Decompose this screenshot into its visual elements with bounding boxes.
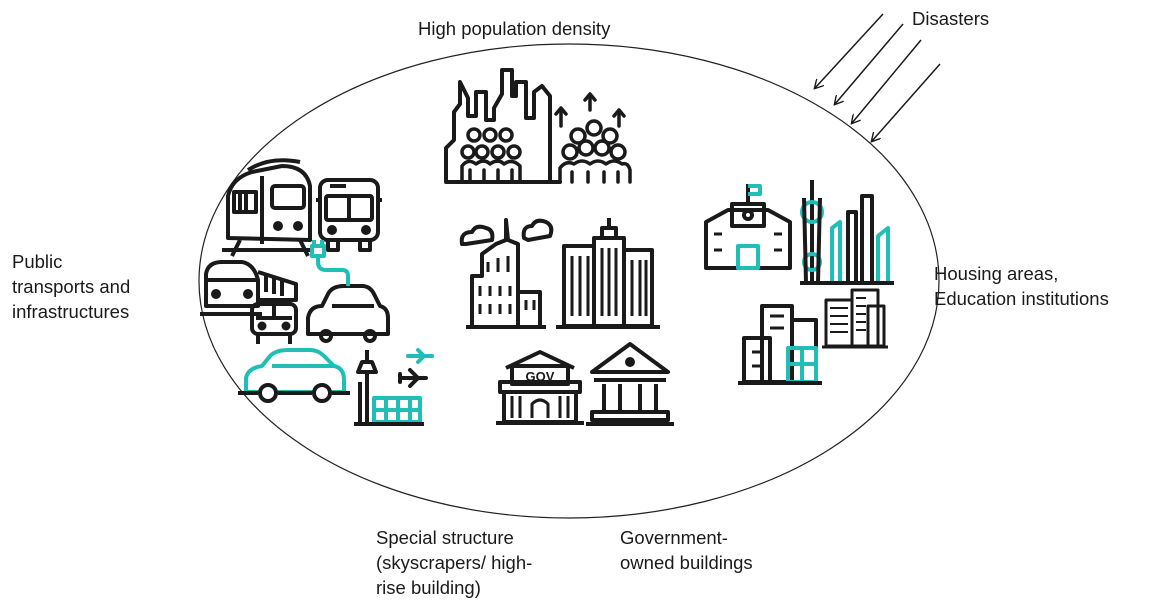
classical-building-icon — [586, 342, 674, 426]
government-buildings-label: Government- owned buildings — [620, 525, 753, 575]
housing-education-label: Housing areas, Education institutions — [934, 261, 1109, 311]
disaster-arrow — [835, 23, 904, 104]
government-buildings-label-line: owned buildings — [620, 552, 753, 573]
electric-car-icon — [306, 240, 390, 343]
high-population-density-label: High population density — [418, 18, 611, 39]
small-bus-icon — [250, 302, 298, 344]
bus-icon — [316, 178, 382, 252]
gov-sign-label: GOV — [526, 369, 555, 384]
airplane-icon — [398, 348, 434, 388]
metro-train-icon — [222, 158, 312, 257]
special-structure-label: Special structure (skyscrapers/ high- ri… — [376, 525, 532, 600]
public-transports-label-line: Public — [12, 251, 63, 272]
public-transports-label-line: transports and — [12, 276, 131, 297]
skyscraper-clouds-icon — [459, 218, 554, 329]
office-towers-icon — [822, 288, 888, 349]
city-boundary-ellipse — [198, 43, 940, 519]
disaster-arrow — [852, 39, 922, 123]
disasters-label: Disasters — [912, 8, 990, 29]
school-building-icon — [704, 184, 792, 270]
government-buildings-label-line: Government- — [620, 527, 728, 548]
housing-education-label-line: Education institutions — [934, 288, 1109, 309]
disaster-arrow — [815, 13, 884, 88]
public-transports-label: Public transports and infrastructures — [12, 249, 130, 324]
housing-education-label-line: Housing areas, — [934, 263, 1059, 284]
special-structure-label-line: Special structure — [376, 527, 514, 548]
high-rise-buildings-icon — [556, 218, 660, 329]
housing-blocks-icon — [738, 304, 822, 385]
special-structure-label-line: rise building) — [376, 577, 481, 598]
high-speed-train-icon — [200, 260, 298, 316]
skyline-crowd-icon — [444, 68, 562, 184]
growing-crowd-icon — [554, 92, 632, 184]
public-transports-label-line: infrastructures — [12, 301, 130, 322]
disaster-arrow — [872, 63, 941, 141]
tv-tower-city-icon — [800, 180, 894, 285]
airport-tower-icon — [354, 350, 424, 426]
government-building-icon — [496, 350, 584, 425]
disaster-arrows — [815, 13, 941, 141]
special-structure-label-line: (skyscrapers/ high- — [376, 552, 533, 573]
car-icon — [238, 348, 350, 403]
